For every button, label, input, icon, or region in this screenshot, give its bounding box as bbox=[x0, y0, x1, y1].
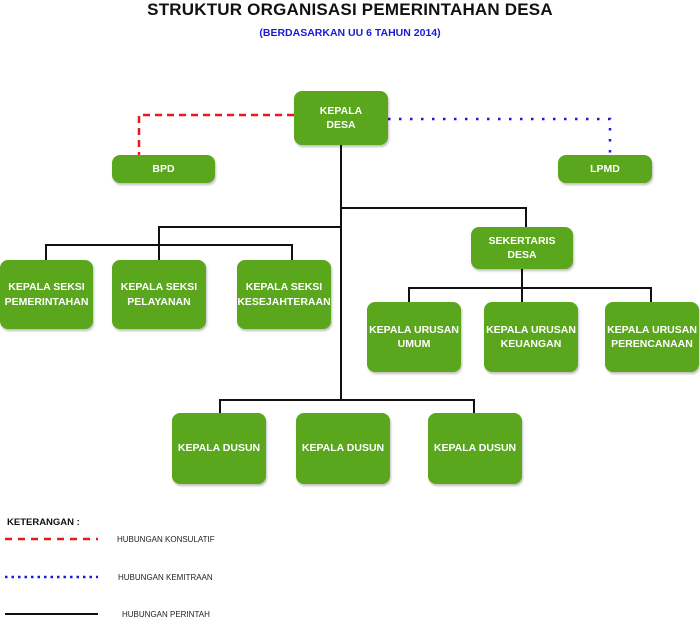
legend-label-konsultatif: HUBUNGAN KONSULATIF bbox=[117, 535, 215, 544]
legend-title: KETERANGAN : bbox=[7, 517, 80, 528]
legend-label-kemitraan: HUBUNGAN KEMITRAAN bbox=[118, 573, 213, 582]
line-to-seksi-group bbox=[158, 226, 341, 260]
urusan-branch-line bbox=[408, 287, 652, 302]
page-subtitle: (BERDASARKAN UU 6 TAHUN 2014) bbox=[259, 27, 441, 39]
seksi-branch-line bbox=[45, 244, 293, 260]
node-kaur-umum: KEPALA URUSAN UMUM bbox=[367, 302, 461, 372]
node-label: KEPALA URUSAN PERENCANAAN bbox=[607, 323, 697, 350]
node-label: KEPALA URUSAN KEUANGAN bbox=[486, 323, 576, 350]
node-kasi-pemerintahan: KEPALA SEKSI PEMERINTAHAN bbox=[0, 260, 93, 329]
node-label: SEKERTARIS DESA bbox=[488, 234, 556, 261]
node-label: KEPALA SEKSI PEMERINTAHAN bbox=[4, 281, 89, 308]
node-kepala-dusun-1: KEPALA DUSUN bbox=[172, 413, 266, 484]
node-kasi-pelayanan: KEPALA SEKSI PELAYANAN bbox=[112, 260, 206, 329]
node-label: KEPALA DUSUN bbox=[177, 442, 261, 455]
node-sekertaris-desa: SEKERTARIS DESA bbox=[471, 227, 573, 269]
node-label: KEPALA DUSUN bbox=[301, 442, 385, 455]
line-to-sekertaris bbox=[341, 207, 527, 227]
node-label: KEPALA DUSUN bbox=[433, 442, 517, 455]
kemitraan-line-lpmd bbox=[388, 117, 612, 155]
node-kepala-dusun-2: KEPALA DUSUN bbox=[296, 413, 390, 484]
node-label: KEPALA SEKSI PELAYANAN bbox=[120, 281, 198, 308]
node-kepala-dusun-3: KEPALA DUSUN bbox=[428, 413, 522, 484]
node-kasi-kesejahteraan: KEPALA SEKSI KESEJAHTERAAN bbox=[237, 260, 331, 329]
dusun-branch-line bbox=[219, 399, 475, 413]
node-label: KEPALA URUSAN UMUM bbox=[369, 323, 459, 350]
node-label: KEPALA SEKSI KESEJAHTERAAN bbox=[237, 281, 331, 308]
node-kaur-perencanaan: KEPALA URUSAN PERENCANAAN bbox=[605, 302, 699, 372]
node-lpmd: LPMD bbox=[558, 155, 652, 183]
node-kepala-desa: KEPALA DESA bbox=[294, 91, 388, 145]
konsultatif-line-bpd bbox=[137, 113, 294, 155]
page-title: STRUKTUR ORGANISASI PEMERINTAHAN DESA bbox=[147, 0, 553, 19]
node-bpd: BPD bbox=[112, 155, 215, 183]
node-label: BPD bbox=[152, 162, 175, 175]
legend-label-perintah: HUBUNGAN PERINTAH bbox=[122, 610, 210, 619]
node-kaur-keuangan: KEPALA URUSAN KEUANGAN bbox=[484, 302, 578, 372]
node-label: LPMD bbox=[590, 162, 620, 175]
node-label: KEPALA DESA bbox=[319, 104, 363, 131]
